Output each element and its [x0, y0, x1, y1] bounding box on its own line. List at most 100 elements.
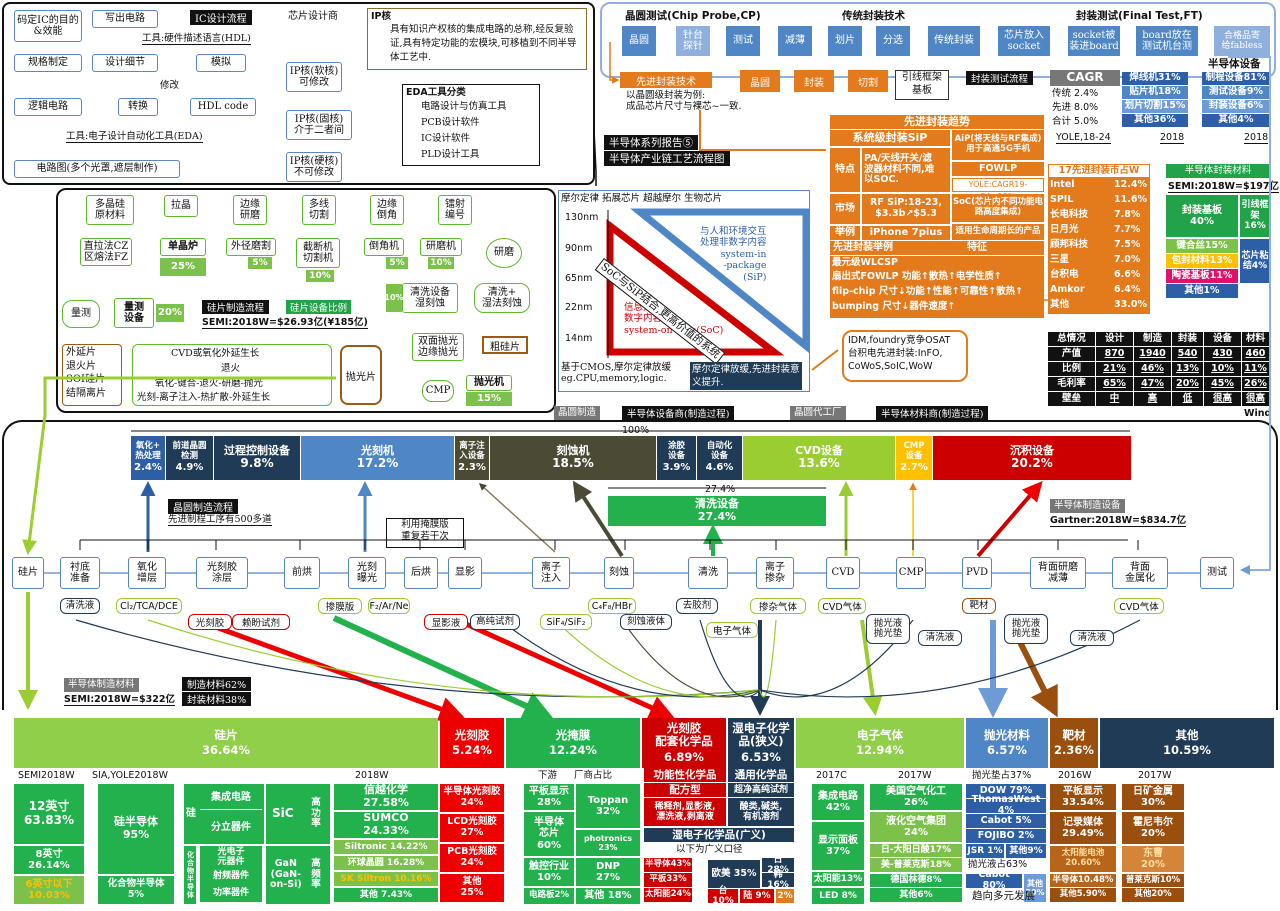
- process-step: 衬底 准备: [60, 557, 100, 589]
- ic-detail: 设计细节: [92, 54, 158, 72]
- equip-bar-pct: 20.2%: [1011, 456, 1053, 471]
- ic-spec: 规格制定: [14, 54, 82, 72]
- material-bar-pct: 2.36%: [1054, 743, 1094, 757]
- mat-pkg: 封装材料38%: [182, 692, 252, 706]
- mask-vendor-share: Toppan 32%: [576, 784, 640, 828]
- equip-bar-pct: 18.5%: [552, 456, 594, 471]
- si-vendor: 信越化学 27.58%: [334, 784, 438, 810]
- material-bar-label: 其他: [1175, 727, 1199, 742]
- equip-bar-pct: 13.6%: [798, 456, 840, 471]
- overview-cell: 高: [1134, 392, 1171, 406]
- grind-eq-pct: 5%: [248, 257, 272, 269]
- proc-line: 光刻-离子注入-热扩散-外延生长: [137, 392, 271, 403]
- overview-header: 制造: [1134, 332, 1171, 346]
- equip-bar-pct: 4.9%: [175, 462, 204, 474]
- top17-table: [1048, 164, 1150, 314]
- material-bar-label: 电子气体: [857, 727, 903, 742]
- moore-bottom-2: 摩尔定律放缓,先进封装意义提升.: [690, 362, 802, 390]
- top17-company: SPIL: [1050, 194, 1074, 205]
- process-step: 显影: [448, 557, 482, 589]
- process-step: 背面 金属化: [1112, 557, 1168, 589]
- overview-cell: 毛利率: [1048, 377, 1095, 391]
- wet-segment: 太阳能24%: [644, 888, 692, 902]
- rough-wafer: 粗硅片: [482, 336, 528, 354]
- ex-2: 适用生命周期长的产品: [952, 224, 1044, 240]
- target-share: 太阳能电池 20.60%: [1050, 846, 1116, 872]
- equip-share: 制程设备81%: [1202, 72, 1270, 85]
- polish-pad-vendor: JSR 1%: [966, 844, 1004, 858]
- mask-downstream: 下游: [538, 770, 558, 781]
- grind-eq: 外径磨割: [226, 238, 276, 256]
- moore-node: 14nm: [565, 333, 593, 344]
- multi-cut: 多线 切割: [302, 195, 336, 225]
- si-vendor: 环球晶圆 16.28%: [334, 856, 438, 870]
- chamfer-eq: 倒角机: [364, 238, 404, 256]
- material-bar-label: 抛光材料: [984, 727, 1030, 742]
- cmp-step: CMP: [422, 380, 454, 402]
- overview-cell: 20%: [1172, 377, 1203, 391]
- feat-text: PA/天线开关/滤 波器材料不同,难 以SOC.: [862, 148, 950, 192]
- trad-title: 传统封装技术: [842, 10, 905, 22]
- process-step: CMP: [896, 557, 926, 589]
- adv-step-wafer: 晶圆: [740, 70, 780, 92]
- pct-274: 27.4%: [705, 484, 736, 495]
- mkt-label: 市场: [830, 194, 860, 224]
- ex-row: bumping 尺寸↓器件速度↑: [832, 301, 956, 312]
- top17-company: 日月光: [1050, 224, 1079, 235]
- top17-company: Amkor: [1050, 284, 1085, 295]
- polish-pad-vendor: Cabot 5%: [966, 814, 1046, 828]
- wet-wide: 湿电子化学品(广义): [644, 828, 794, 842]
- equip-bar-pct: 9.8%: [240, 456, 274, 471]
- material-input: CVD气体: [1114, 598, 1164, 614]
- moore-node: 130nm: [565, 212, 599, 223]
- process-step: 离子 掺杂: [756, 557, 794, 589]
- equip-bar-pct: 17.2%: [356, 456, 399, 471]
- polish-pad-vendor: 其他9%: [1006, 844, 1046, 858]
- process-step: 背面研磨 减薄: [1030, 557, 1086, 589]
- wet-form: 配方型: [644, 783, 726, 797]
- other-share: 其他20%: [1122, 888, 1184, 902]
- overview-header: 设计: [1096, 332, 1133, 346]
- fab-flow-sub: 先进制程工序有500多道: [168, 514, 272, 527]
- clean-eq: 清洗设备 湿刻蚀: [402, 283, 458, 313]
- other-share: 普莱克斯10%: [1122, 874, 1184, 887]
- ic-goal: 码定IC的目的&效能: [14, 10, 82, 42]
- material-bar-pct: 6.57%: [987, 743, 1027, 757]
- gas-vendor: 日-大阳日酸17%: [870, 844, 962, 857]
- equip-bar-label: 刻蚀机: [556, 443, 590, 457]
- si-8in: 8英寸 26.14%: [14, 846, 84, 874]
- overview-cell: 47%: [1134, 377, 1171, 391]
- gas-vendor: 美-普莱克斯18%: [870, 858, 962, 872]
- other-share: 霍尼韦尔 20%: [1122, 812, 1184, 844]
- pkg-step-wafer: 晶圆: [622, 26, 656, 56]
- report-title-1: 半导体系列报告⑤: [604, 135, 698, 150]
- material-input: 电子气体: [706, 622, 758, 638]
- material-input: 靶材: [962, 598, 996, 614]
- overview-cell: 460: [1242, 347, 1269, 361]
- overview-cell: 11%: [1242, 362, 1269, 376]
- si-vendor: SUMCO 24.33%: [334, 812, 438, 838]
- material-bar-label: 硅片: [214, 727, 238, 742]
- mat-mfg: 制造材料62%: [182, 677, 252, 691]
- overview-cell: 13%: [1172, 362, 1203, 376]
- overview-cell: 21%: [1096, 362, 1133, 376]
- material-bar-pct: 6.53%: [741, 749, 781, 764]
- equip-bar-label: 光刻机: [361, 443, 394, 457]
- link-equip: 半导体设备商(制造过程): [622, 406, 735, 420]
- si-source: 2018W: [355, 770, 389, 781]
- edge-chamfer: 边缘 倒角: [370, 195, 404, 225]
- top17-share: 7.0%: [1114, 254, 1141, 265]
- ic-logic: 逻辑电路: [14, 98, 82, 116]
- si-discrete: 分立器件: [200, 816, 262, 840]
- equip-bar-pct: 2.4%: [134, 462, 162, 474]
- photoresist-share: 半导体光刻胶 24%: [440, 784, 504, 812]
- si-chip: 硅半导体 95%: [98, 784, 174, 874]
- gas-vendor: 德国林德8%: [870, 874, 962, 887]
- material-bar-label: 湿电子化学 品(狭义): [732, 721, 790, 749]
- polysilicon: 多晶硅 原材料: [86, 195, 134, 225]
